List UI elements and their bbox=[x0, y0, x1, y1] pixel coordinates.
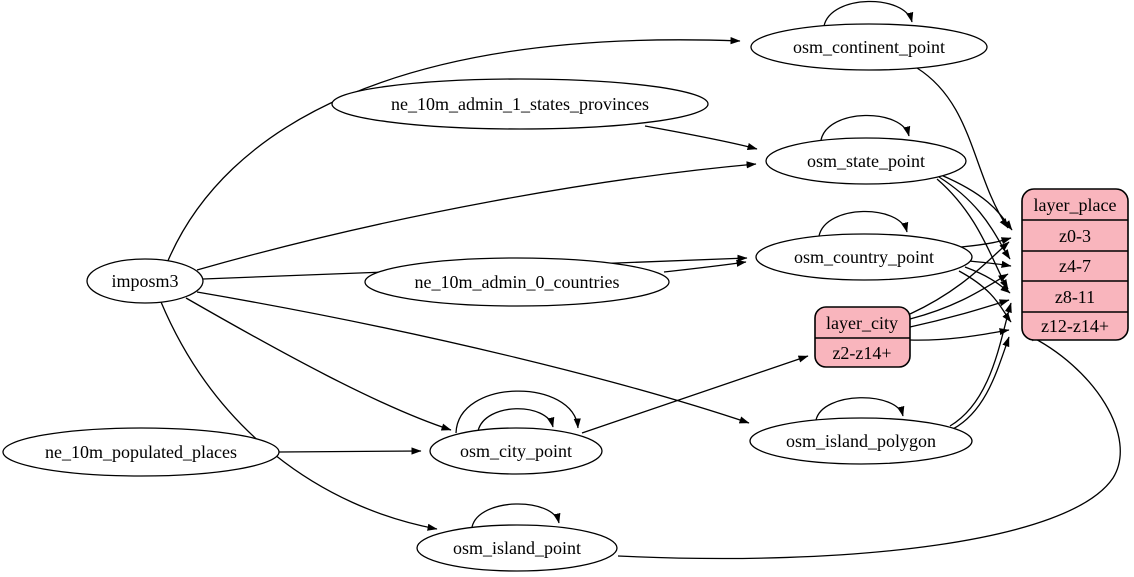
layer_city-row-z2-z14: z2-z14+ bbox=[832, 343, 891, 363]
node-ne_10m_admin_1_states_provinces: ne_10m_admin_1_states_provinces bbox=[331, 78, 709, 130]
imposm3-label: imposm3 bbox=[111, 271, 178, 291]
node-layer_city: layer_city z2-z14+ bbox=[814, 306, 911, 368]
osm_island_polygon-shape bbox=[749, 417, 973, 465]
node-osm_island_point: osm_island_point bbox=[416, 524, 618, 572]
self-loop-osm_state_point bbox=[820, 114, 911, 141]
node-imposm3: imposm3 bbox=[86, 258, 204, 304]
edge-osm_island_polygon-z12-z14 bbox=[952, 336, 1010, 430]
edge-osm_island_polygon-z8-11 bbox=[949, 302, 1012, 427]
node-osm_continent_point: osm_continent_point bbox=[750, 23, 988, 71]
osm_continent_point-shape bbox=[750, 23, 988, 71]
node-ne_10m_populated_places: ne_10m_populated_places bbox=[2, 427, 280, 477]
edge-nepop-osm_city_point bbox=[278, 447, 422, 455]
edge-imposm3-osm_island_polygon bbox=[196, 291, 750, 424]
edge-layer_city-z8-11 bbox=[909, 299, 1010, 328]
self-loop-osm_city_point-outer bbox=[455, 390, 581, 434]
nepop-shape bbox=[2, 427, 280, 477]
layer_city-shape bbox=[814, 306, 911, 368]
node-osm_country_point: osm_country_point bbox=[755, 233, 973, 281]
edge-osm_state_point-z4-7 bbox=[938, 176, 1011, 260]
edge-osm_country_point-z12-z14 bbox=[958, 270, 1012, 323]
node-osm_island_polygon: osm_island_polygon bbox=[749, 417, 973, 465]
node-osm_city_point: osm_city_point bbox=[429, 427, 603, 475]
edge-layer_city-z12-z14 bbox=[909, 328, 1010, 341]
layer_place-row-z12-z14: z12-z14+ bbox=[1041, 316, 1109, 336]
edge-ne1-osm_state_point bbox=[644, 125, 758, 150]
edge-osm_country_point-z8-11 bbox=[964, 266, 1011, 294]
imposm3-shape bbox=[86, 258, 204, 304]
ne0-label: ne_10m_admin_0_countries bbox=[415, 272, 620, 292]
layer_city-title: layer_city bbox=[826, 313, 898, 333]
osm_island_polygon-label: osm_island_polygon bbox=[786, 431, 936, 451]
osm_city_point-shape bbox=[429, 427, 603, 475]
edge-layer_city-z0-3 bbox=[909, 241, 1010, 315]
edge-osm_continent_point-z0-3 bbox=[916, 67, 1009, 229]
osm_city_point-label: osm_city_point bbox=[460, 441, 572, 461]
osm_country_point-label: osm_country_point bbox=[794, 247, 934, 267]
self-loop-osm_country_point bbox=[818, 210, 909, 237]
edge-imposm3-osm_state_point bbox=[196, 161, 757, 271]
layer_place-title: layer_place bbox=[1034, 195, 1117, 215]
ne1-label: ne_10m_admin_1_states_provinces bbox=[391, 94, 649, 114]
edge-imposm3-osm_island_point bbox=[160, 301, 438, 531]
edge-osm_country_point-z0-3 bbox=[960, 237, 1012, 248]
osm_island_point-label: osm_island_point bbox=[453, 538, 581, 558]
edge-imposm3-osm_city_point bbox=[185, 297, 452, 431]
edge-osm_state_point-z8-11 bbox=[936, 178, 1009, 290]
edge-layer_city-z4-7 bbox=[909, 273, 1009, 320]
node-layer_place: layer_place z0-3 z4-7 z8-11 z12-z14+ bbox=[1021, 188, 1129, 341]
self-loop-osm_island_point bbox=[471, 503, 561, 528]
ne1-shape bbox=[331, 78, 709, 130]
osm_island_point-shape bbox=[416, 524, 618, 572]
edge-osm_country_point-z4-7 bbox=[968, 260, 1012, 268]
node-ne_10m_admin_0_countries: ne_10m_admin_0_countries bbox=[364, 257, 670, 307]
nepop-label: ne_10m_populated_places bbox=[45, 442, 237, 462]
osm_country_point-shape bbox=[755, 233, 973, 281]
edge-osm_island_point-z12-z14 bbox=[617, 333, 1121, 560]
edge-osm_state_point-z0-3 bbox=[940, 174, 1013, 231]
layer_place-row-z4-7: z4-7 bbox=[1059, 256, 1091, 276]
ne0-shape bbox=[364, 257, 670, 307]
layer_place-shape bbox=[1021, 188, 1129, 341]
edge-imposm3-osm_continent_point bbox=[166, 37, 741, 264]
node-osm_state_point: osm_state_point bbox=[765, 137, 967, 185]
self-loop-osm_island_polygon bbox=[815, 397, 905, 421]
edge-ne0-osm_country_point bbox=[663, 259, 747, 273]
layer_place-row-z8-11: z8-11 bbox=[1055, 287, 1095, 307]
edge-osm_city_point-layer_city bbox=[581, 355, 809, 434]
osm_state_point-label: osm_state_point bbox=[807, 151, 925, 171]
osm_continent_point-label: osm_continent_point bbox=[793, 37, 945, 57]
self-loop-osm_continent_point bbox=[823, 0, 914, 27]
self-loop-osm_city_point-inner bbox=[477, 408, 555, 432]
layer_place-row-z0-3: z0-3 bbox=[1059, 226, 1091, 246]
osm_state_point-shape bbox=[765, 137, 967, 185]
